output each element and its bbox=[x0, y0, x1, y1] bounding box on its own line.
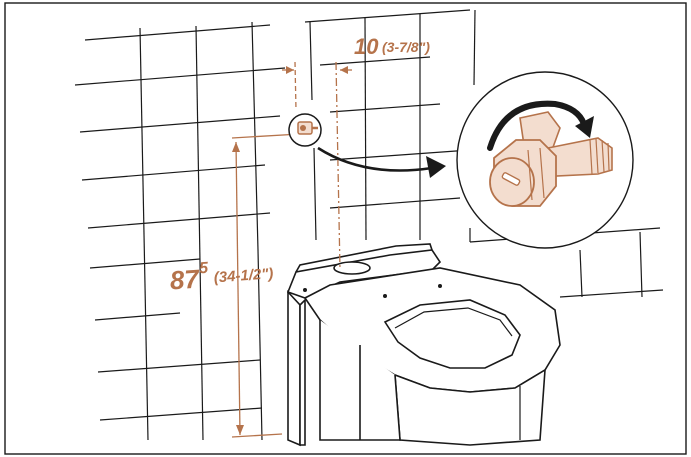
vertical-dimension-label: 87 5 (34-1/2") bbox=[169, 260, 274, 296]
vertical-dimension-imperial: (34-1/2") bbox=[213, 265, 274, 286]
flush-button bbox=[333, 261, 371, 275]
horizontal-dimension-label: 10 (3-7/8") bbox=[354, 34, 430, 59]
horizontal-dimension-imperial: (3-7/8") bbox=[382, 39, 430, 55]
vertical-dimension-value: 87 bbox=[169, 263, 201, 295]
dimension-arrowheads bbox=[232, 66, 348, 435]
horizontal-dimension-value: 10 bbox=[354, 34, 379, 59]
callout-arrow bbox=[317, 146, 446, 178]
tile-wall bbox=[74, 9, 664, 441]
vertical-dimension-superscript: 5 bbox=[199, 260, 210, 278]
toilet-pedestal bbox=[287, 289, 301, 447]
diagram-frame bbox=[4, 2, 687, 455]
bowl-opening bbox=[383, 299, 521, 369]
valve-detail-circle bbox=[456, 71, 634, 249]
rotation-arrow bbox=[487, 100, 587, 151]
wall-valve bbox=[288, 113, 322, 147]
toilet bbox=[286, 243, 561, 447]
